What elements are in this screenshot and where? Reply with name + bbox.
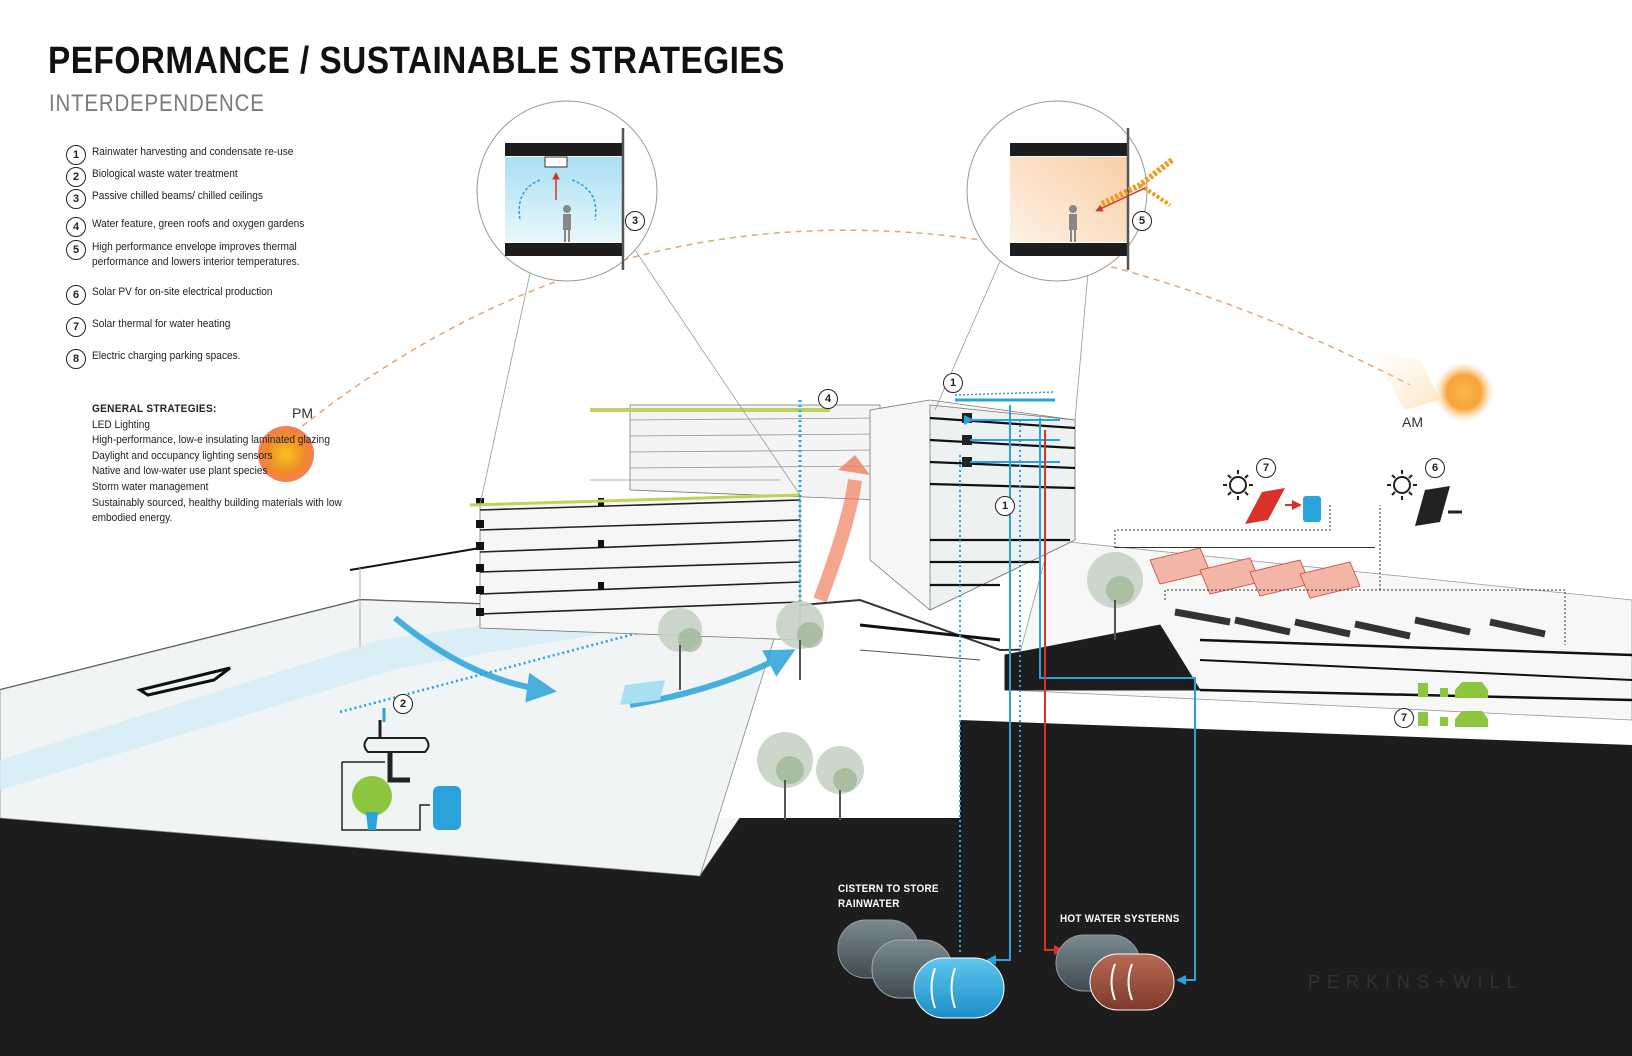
legend-item: 5 High performance envelope improves the…: [66, 240, 372, 270]
legend-item: 6 Solar PV for on-site electrical produc…: [66, 285, 372, 305]
pm-sun-icon: [258, 426, 314, 482]
legend-text: Biological waste water treatment: [92, 168, 238, 180]
callout-badge-1-mid: 1: [995, 496, 1015, 516]
legend-number: 5: [66, 240, 86, 260]
legend-number: 8: [66, 349, 86, 369]
legend-number: 3: [66, 189, 86, 209]
page-subtitle: INTERDEPENDENCE: [49, 90, 265, 117]
cistern-label-line2: RAINWATER: [838, 898, 900, 910]
wastewater-treatment-icon: [341, 720, 430, 831]
legend-number: 4: [66, 217, 86, 237]
legend-text: Electric charging parking spaces.: [92, 350, 241, 362]
general-strategy-item: Storm water management: [92, 480, 209, 493]
hot-water-tanks: [1055, 934, 1175, 1011]
callout-badge-7-bottom: 7: [1394, 708, 1414, 728]
legend-item: 7 Solar thermal for water heating: [66, 317, 372, 337]
legend-text: Rainwater harvesting and condensate re-u…: [92, 146, 294, 158]
cistern-label: CISTERN TO STORE RAINWATER: [838, 882, 939, 912]
hot-water-label: HOT WATER SYSTERNS: [1060, 913, 1180, 925]
cistern-label-line1: CISTERN TO STORE: [838, 883, 939, 895]
legend-text: Water feature, green roofs and oxygen ga…: [92, 218, 305, 230]
solar-thermal-icon: [1223, 470, 1321, 524]
storage-drum-icon: [433, 786, 461, 830]
am-sun-glow: [1370, 350, 1440, 410]
am-sun-icon: [1435, 363, 1493, 421]
general-strategies-heading: GENERAL STRATEGIES:: [92, 403, 217, 415]
callout-envelope: [934, 100, 1174, 421]
legend-number: 7: [66, 317, 86, 337]
am-label: AM: [1402, 414, 1423, 430]
callout-badge-6: 6: [1425, 458, 1445, 478]
sun-path: [284, 229, 1411, 441]
general-strategy-item: Daylight and occupancy lighting sensors: [92, 449, 273, 462]
plant-icon: [352, 776, 392, 816]
legend-text: Solar thermal for water heating: [92, 318, 231, 330]
airflow-arrows: [393, 455, 870, 708]
general-strategy-item: Native and low-water use plant species: [92, 465, 268, 478]
general-strategy-item: High-performance, low-e insulating lamin…: [92, 434, 330, 447]
callout-badge-3: 3: [625, 211, 645, 231]
callout-badge-2: 2: [393, 694, 413, 714]
ev-charging-icon: [1418, 682, 1488, 727]
general-strategy-item: Sustainably sourced, healthy building ma…: [92, 496, 342, 509]
legend-number: 6: [66, 285, 86, 305]
ground-section: [0, 720, 1632, 1056]
callout-badge-5: 5: [1132, 211, 1152, 231]
callout-chilled-beam: [476, 100, 801, 506]
legend-item: 2 Biological waste water treatment: [66, 167, 372, 187]
cistern-tanks: [837, 919, 1005, 1019]
legend-text: Passive chilled beams/ chilled ceilings: [92, 190, 264, 202]
page-title: PEFORMANCE / SUSTAINABLE STRATEGIES: [48, 40, 785, 82]
legend-item: 3 Passive chilled beams/ chilled ceiling…: [66, 189, 372, 209]
left-building: [469, 400, 881, 641]
callout-badge-7-top: 7: [1256, 458, 1276, 478]
legend-item: 1 Rainwater harvesting and condensate re…: [66, 145, 372, 165]
rainwater-pipes: [959, 405, 1196, 985]
solar-pv-icon: [1387, 470, 1462, 526]
pm-label: PM: [292, 405, 313, 421]
solar-pv-panels: [1174, 608, 1546, 640]
legend-number: 1: [66, 145, 86, 165]
callout-badge-1-top: 1: [943, 373, 963, 393]
trees: [658, 552, 1143, 820]
legend-item: 8 Electric charging parking spaces.: [66, 349, 372, 369]
brand-logo: PERKINS+WILL: [1308, 972, 1524, 992]
general-strategies: GENERAL STRATEGIES: LED Lighting High-pe…: [92, 402, 382, 527]
legend-text: High performance envelope improves therm…: [92, 241, 300, 268]
general-strategy-item: embodied energy.: [92, 512, 173, 525]
solar-thermal-panels: [1115, 547, 1375, 599]
callout-badge-4: 4: [818, 389, 838, 409]
legend-item: 4 Water feature, green roofs and oxygen …: [66, 217, 372, 237]
general-strategy-item: LED Lighting: [92, 418, 150, 431]
solar-connector-lines: [1114, 505, 1566, 645]
legend-text: Solar PV for on-site electrical producti…: [92, 286, 273, 298]
legend-number: 2: [66, 167, 86, 187]
